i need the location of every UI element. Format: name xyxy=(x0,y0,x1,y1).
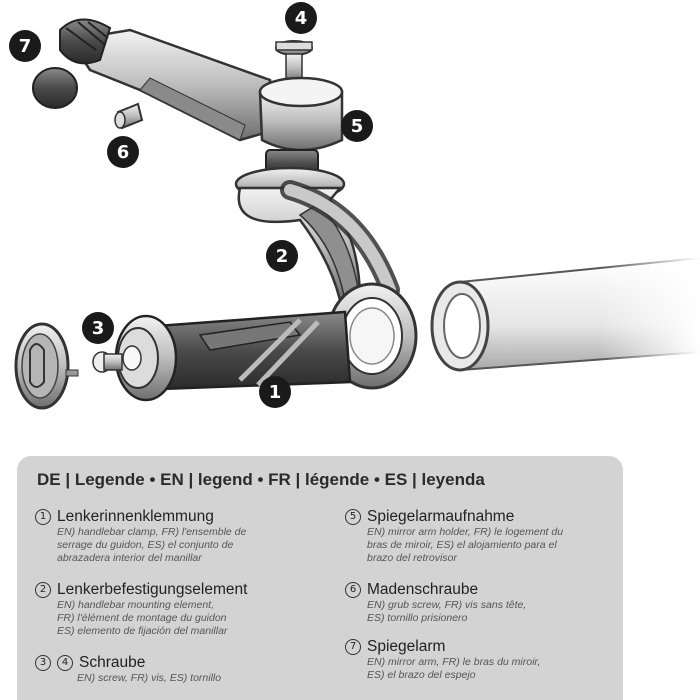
item-number-badge: 4 xyxy=(57,655,73,671)
handlebar-tube xyxy=(430,250,700,372)
item-desc-line: EN) grub screw, FR) vis sans tête, xyxy=(367,599,527,611)
legend-title: DE | Legende • EN | legend • FR | légend… xyxy=(37,470,485,489)
legend-item-5: 5 Spiegelarmaufnahme EN) mirror arm hold… xyxy=(345,508,607,565)
handlebar-mounting-element xyxy=(234,166,418,390)
item-desc-line: EN) mirror arm holder, FR) le logement d… xyxy=(367,526,564,538)
item-number-badge: 6 xyxy=(345,582,361,598)
item-desc-line: EN) handlebar mounting element, xyxy=(57,599,215,611)
item-number-badge: 7 xyxy=(345,639,361,655)
item-desc-line: brazo del retrovisor xyxy=(367,552,457,564)
item-desc-line: FR) l'élément de montage du guidon xyxy=(57,612,227,624)
item-title: Lenkerinnenklemmung xyxy=(57,508,214,525)
clamp-screw xyxy=(92,351,123,373)
callout-3: 3 xyxy=(82,312,114,344)
exploded-diagram: 7 4 6 5 2 3 1 xyxy=(9,2,700,410)
legend-item-7: 7 Spiegelarm EN) mirror arm, FR) le bras… xyxy=(345,638,607,682)
mirror-arm xyxy=(32,18,277,142)
item-desc-line: ES) elemento de fijación del manillar xyxy=(57,625,228,637)
top-screw xyxy=(275,40,313,83)
item-number-badge: 1 xyxy=(35,509,51,525)
item-title: Schraube xyxy=(79,654,146,671)
item-desc-line: serrage du guidon, ES) el conjunto de xyxy=(57,539,234,551)
item-desc-line: EN) mirror arm, FR) le bras du miroir, xyxy=(367,656,541,668)
item-desc-line: EN) handlebar clamp, FR) l'ensemble de xyxy=(57,526,247,538)
end-cap xyxy=(14,322,79,410)
item-title: Madenschraube xyxy=(367,581,479,598)
legend-item-3-4: 3 4 Schraube EN) screw, FR) vis, ES) tor… xyxy=(35,654,297,685)
item-title: Spiegelarmaufnahme xyxy=(367,508,515,525)
legend-item-1: 1 Lenkerinnenklemmung EN) handlebar clam… xyxy=(35,508,297,565)
callout-4: 4 xyxy=(285,2,317,34)
callout-5: 5 xyxy=(341,110,373,142)
mirror-arm-holder xyxy=(258,76,344,179)
item-desc-line: ES) tornillo prisionero xyxy=(367,612,468,624)
callout-7: 7 xyxy=(9,30,41,62)
item-desc-line: bras de miroir, ES) el alojamiento para … xyxy=(367,539,557,551)
item-desc-line: ES) el brazo del espejo xyxy=(367,669,476,681)
legend-panel: DE | Legende • EN | legend • FR | légend… xyxy=(17,456,623,700)
item-number-badge: 3 xyxy=(35,655,51,671)
callout-2: 2 xyxy=(266,240,298,272)
callout-1: 1 xyxy=(259,376,291,408)
callout-6: 6 xyxy=(107,136,139,168)
item-desc-line: EN) screw, FR) vis, ES) tornillo xyxy=(77,672,222,684)
parts-illustration xyxy=(14,18,700,410)
legend-item-6: 6 Madenschraube EN) grub screw, FR) vis … xyxy=(345,581,607,625)
item-number-badge: 2 xyxy=(35,582,51,598)
item-title: Spiegelarm xyxy=(367,638,446,655)
item-number-badge: 5 xyxy=(345,509,361,525)
item-title: Lenkerbefestigungselement xyxy=(57,581,248,598)
legend-item-2: 2 Lenkerbefestigungselement EN) handleba… xyxy=(35,581,297,638)
item-desc-line: abrazadera interior del manillar xyxy=(57,552,202,564)
grub-screw xyxy=(114,102,144,130)
handlebar-clamp xyxy=(114,310,352,402)
